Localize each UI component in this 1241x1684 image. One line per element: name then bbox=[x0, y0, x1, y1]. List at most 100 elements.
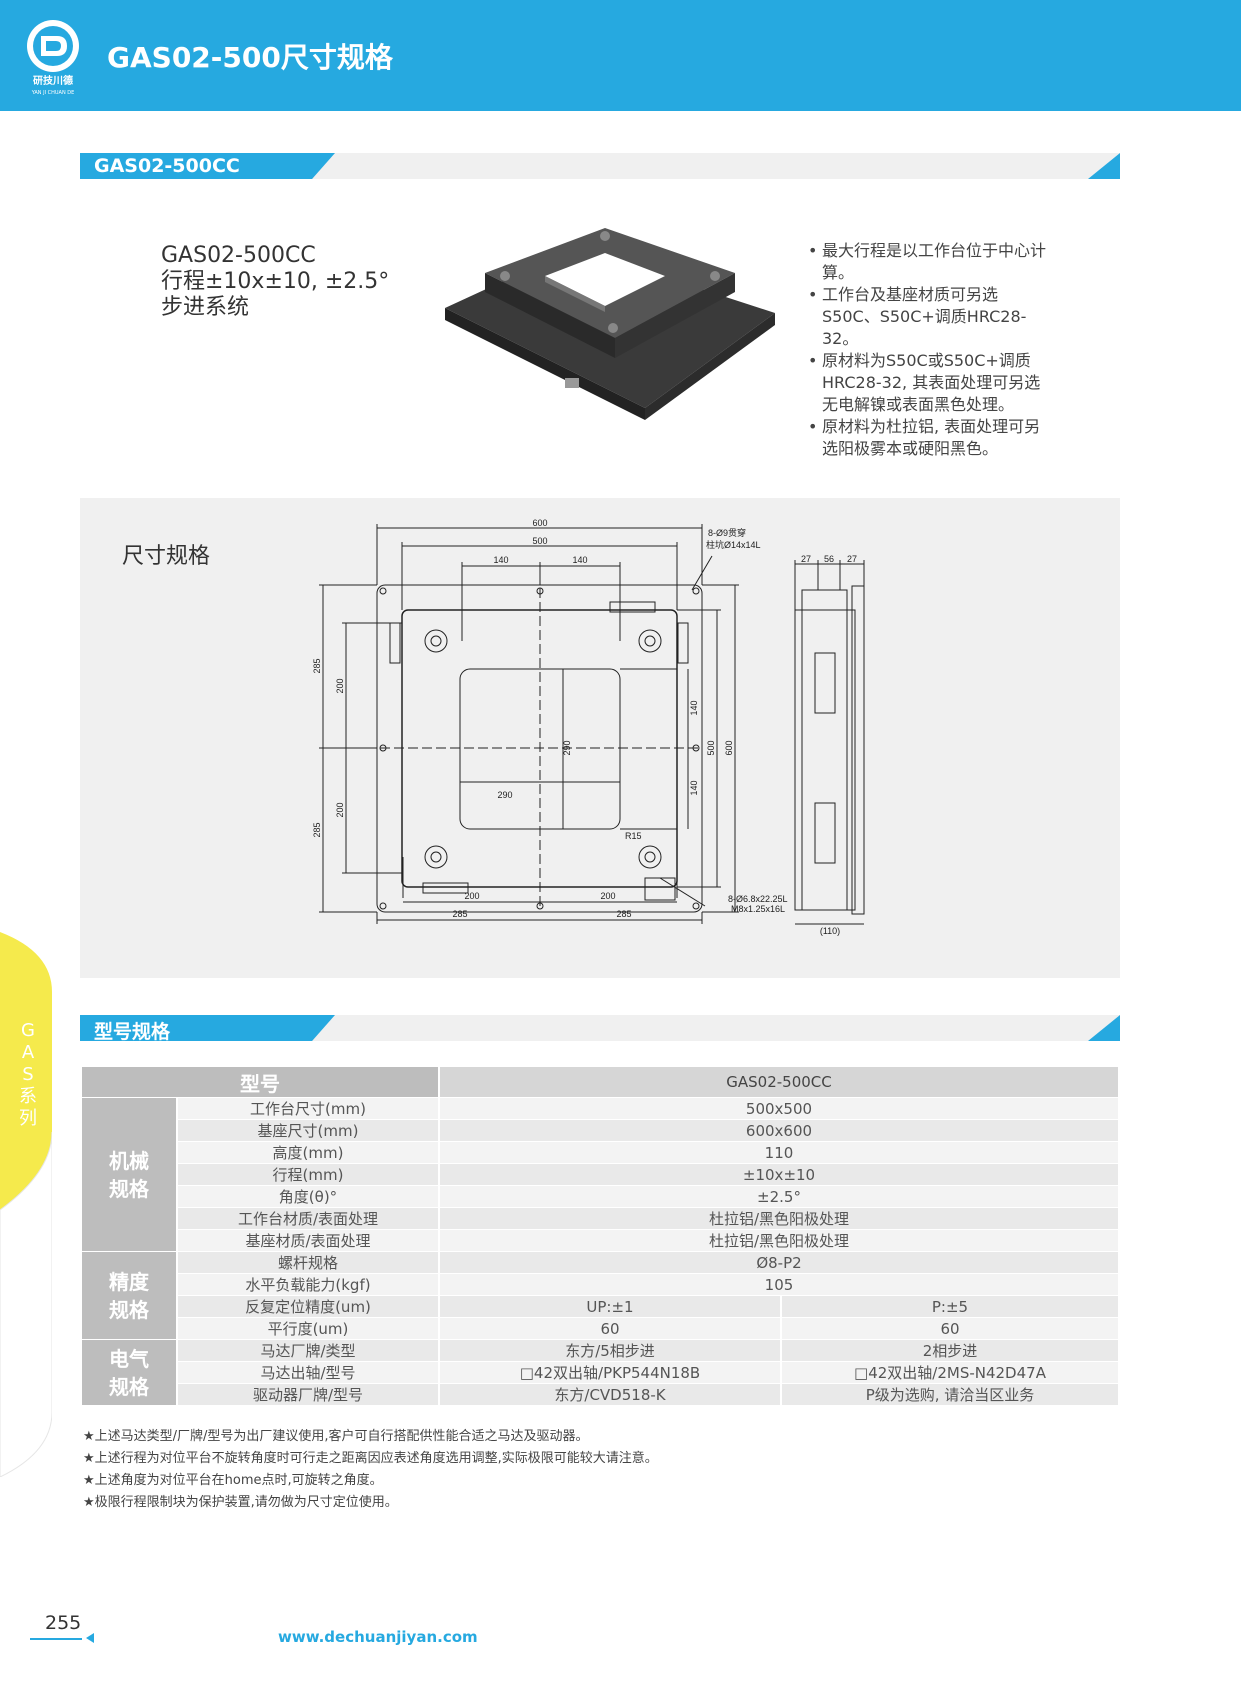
dimension-drawing: 600 500 140 140 8-Ø9贯穿 柱坑Ø14x14L 290 290… bbox=[312, 518, 865, 936]
product-stroke: 行程±10x±10, ±2.5° bbox=[161, 269, 390, 294]
dim-56: 56 bbox=[824, 554, 834, 564]
dim-285-bottom-left: 285 bbox=[452, 909, 467, 919]
product-model: GAS02-500CC bbox=[161, 243, 316, 268]
dim-600-top: 600 bbox=[532, 518, 547, 528]
footnote: ★极限行程限制块为保护装置,请勿做为尺寸定位使用。 bbox=[83, 1495, 398, 1510]
product-title: GAS02-500CC 行程±10x±10, ±2.5° 步进系统 bbox=[161, 243, 389, 321]
table-row: 反复定位精度(um) UP:±1 P:±5 bbox=[82, 1296, 1118, 1317]
table-row: 工作台材质/表面处理 杜拉铝/黑色阳极处理 bbox=[82, 1208, 1118, 1229]
dim-200-left-top: 200 bbox=[335, 678, 345, 693]
table-row: 驱动器厂牌/型号 东方/CVD518-K P级为选购, 请洽当区业务 bbox=[82, 1384, 1118, 1405]
table-row: 水平负载能力(kgf) 105 bbox=[82, 1274, 1118, 1295]
series-side-tab bbox=[0, 932, 52, 1477]
section-tab bbox=[80, 153, 335, 179]
product-image bbox=[445, 228, 775, 420]
value-cell: 600x600 bbox=[440, 1120, 1118, 1141]
table-row: 基座尺寸(mm) 600x600 bbox=[82, 1120, 1118, 1141]
section-bar-spec: 型号规格 bbox=[80, 1015, 1120, 1043]
website-link[interactable]: www.dechuanjiyan.com bbox=[278, 1628, 478, 1646]
param-cell: 马达厂牌/类型 bbox=[178, 1340, 438, 1361]
product-notes: 最大行程是以工作台位于中心计算。 工作台及基座材质可另选S50C、S50C+调质… bbox=[808, 240, 1048, 460]
tap-note-line1: 8-Ø6.8x22.25L bbox=[728, 894, 788, 904]
product-system: 步进系统 bbox=[161, 295, 250, 320]
dim-600-right: 600 bbox=[724, 740, 734, 755]
param-cell: 基座材质/表面处理 bbox=[178, 1230, 438, 1251]
value-cell: □42双出轴/PKP544N18B bbox=[440, 1362, 780, 1383]
hole-note-line1: 8-Ø9贯穿 bbox=[708, 527, 746, 538]
note-item: 原材料为S50C或S50C+调质HRC28-32, 其表面处理可另选无电解镍或表… bbox=[808, 350, 1048, 416]
tap-note-line2: M8x1.25x16L bbox=[731, 904, 785, 914]
dim-140-right-bottom: 140 bbox=[689, 780, 699, 795]
brand-name-cn: 研技川德 bbox=[33, 74, 73, 87]
dim-27-right: 27 bbox=[847, 554, 857, 564]
footnotes: ★上述马达类型/厂牌/型号为出厂建议使用,客户可自行搭配供性能合适之马达及驱动器… bbox=[83, 1426, 658, 1514]
spec-table: 型号 GAS02-500CC 机械规格 工作台尺寸(mm) 500x500 基座… bbox=[80, 1066, 1120, 1406]
dim-200-left-bottom: 200 bbox=[335, 802, 345, 817]
page-number: 255 bbox=[45, 1612, 82, 1634]
value-cell: P级为选购, 请洽当区业务 bbox=[782, 1384, 1118, 1405]
dim-285-bottom-right: 285 bbox=[616, 909, 631, 919]
radius-label: R15 bbox=[625, 831, 642, 841]
dim-500-top: 500 bbox=[532, 536, 547, 546]
dimension-labels: 600 500 140 140 8-Ø9贯穿 柱坑Ø14x14L 290 290… bbox=[312, 518, 857, 936]
param-cell: 工作台材质/表面处理 bbox=[178, 1208, 438, 1229]
value-cell: 110 bbox=[440, 1142, 1118, 1163]
page-header: 研技川德 YAN JI CHUAN DE GAS02-500尺寸规格 bbox=[0, 0, 1241, 111]
header-label: 型号 bbox=[82, 1067, 438, 1097]
table-row: 电气规格 马达厂牌/类型 东方/5相步进 2相步进 bbox=[82, 1340, 1118, 1405]
dim-290-vertical: 290 bbox=[562, 740, 572, 755]
param-cell: 高度(mm) bbox=[178, 1142, 438, 1163]
brand-logo: 研技川德 YAN JI CHUAN DE bbox=[27, 20, 79, 96]
table-row: 基座材质/表面处理 杜拉铝/黑色阳极处理 bbox=[82, 1230, 1118, 1251]
section-bar-product: GAS02-500CC bbox=[80, 153, 1120, 179]
dim-285-left-bottom: 285 bbox=[312, 822, 322, 837]
param-cell: 角度(θ)° bbox=[178, 1186, 438, 1207]
table-row: 高度(mm) 110 bbox=[82, 1142, 1118, 1163]
dim-285-left-top: 285 bbox=[312, 658, 322, 673]
table-row: 马达出轴/型号 □42双出轴/PKP544N18B □42双出轴/2MS-N42… bbox=[82, 1362, 1118, 1383]
dim-290-horizontal: 290 bbox=[497, 790, 512, 800]
param-cell: 驱动器厂牌/型号 bbox=[178, 1384, 438, 1405]
brand-name-en: YAN JI CHUAN DE bbox=[31, 90, 75, 96]
value-cell: Ø8-P2 bbox=[440, 1252, 1118, 1273]
value-cell: P:±5 bbox=[782, 1296, 1118, 1317]
drawing-title: 尺寸规格 bbox=[122, 544, 211, 569]
dim-140-top-right: 140 bbox=[572, 555, 587, 565]
param-cell: 水平负载能力(kgf) bbox=[178, 1274, 438, 1295]
table-row: 精度规格 螺杆规格 Ø8-P2 bbox=[82, 1252, 1118, 1339]
section-triangle-decoration bbox=[1088, 1015, 1120, 1041]
section-label: GAS02-500CC bbox=[94, 155, 240, 177]
dim-140-top-left: 140 bbox=[493, 555, 508, 565]
value-cell: 500x500 bbox=[440, 1098, 1118, 1119]
value-cell: ±2.5° bbox=[440, 1186, 1118, 1207]
value-cell: 东方/CVD518-K bbox=[440, 1384, 780, 1405]
value-cell: 杜拉铝/黑色阳极处理 bbox=[440, 1230, 1118, 1251]
dim-200-bottom-right: 200 bbox=[600, 891, 615, 901]
value-cell: 105 bbox=[440, 1274, 1118, 1295]
param-cell: 反复定位精度(um) bbox=[178, 1296, 438, 1317]
param-cell: 平行度(um) bbox=[178, 1318, 438, 1339]
param-cell: 工作台尺寸(mm) bbox=[178, 1098, 438, 1119]
footnote: ★上述行程为对位平台不旋转角度时可行走之距离因应表述角度选用调整,实际极限可能较… bbox=[83, 1451, 658, 1466]
value-cell: 杜拉铝/黑色阳极处理 bbox=[440, 1208, 1118, 1229]
header-model: GAS02-500CC bbox=[440, 1067, 1118, 1097]
param-cell: 行程(mm) bbox=[178, 1164, 438, 1185]
dim-27-left: 27 bbox=[801, 554, 811, 564]
dim-140-right-top: 140 bbox=[689, 700, 699, 715]
dim-200-bottom-left: 200 bbox=[464, 891, 479, 901]
dim-500-right: 500 bbox=[706, 740, 716, 755]
hole-note-line2: 柱坑Ø14x14L bbox=[706, 539, 761, 550]
group-label-electrical: 电气规格 bbox=[82, 1340, 176, 1405]
table-header-row: 型号 GAS02-500CC bbox=[82, 1067, 1118, 1097]
value-cell: 60 bbox=[782, 1318, 1118, 1339]
dimension-drawing-panel: 尺寸规格 bbox=[80, 498, 1120, 978]
note-item: 最大行程是以工作台位于中心计算。 bbox=[808, 240, 1048, 284]
note-item: 原材料为杜拉铝, 表面处理可另选阳极雾本或硬阳黑色。 bbox=[808, 416, 1048, 460]
param-cell: 马达出轴/型号 bbox=[178, 1362, 438, 1383]
value-cell: □42双出轴/2MS-N42D47A bbox=[782, 1362, 1118, 1383]
page-arrow-icon bbox=[86, 1633, 94, 1643]
footnote: ★上述马达类型/厂牌/型号为出厂建议使用,客户可自行搭配供性能合适之马达及驱动器… bbox=[83, 1429, 589, 1444]
note-item: 工作台及基座材质可另选S50C、S50C+调质HRC28-32。 bbox=[808, 284, 1048, 350]
value-cell: UP:±1 bbox=[440, 1296, 780, 1317]
